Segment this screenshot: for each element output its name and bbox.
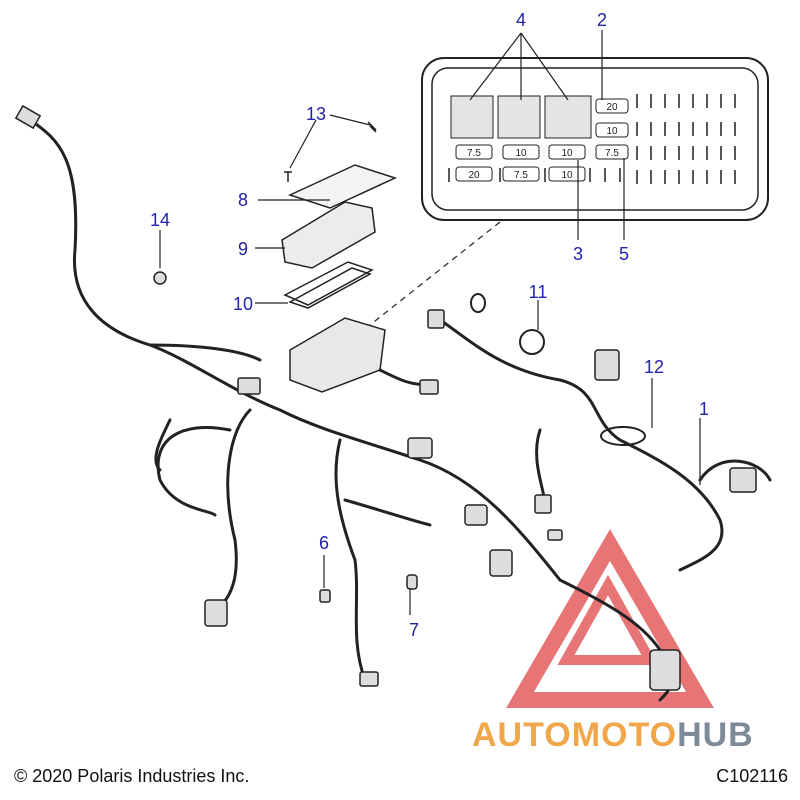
- watermark-text: AUTOMOTOHUB: [472, 716, 754, 755]
- projection-line: [369, 221, 501, 326]
- watermark-text-part-a: AUTOMOTO: [472, 716, 678, 754]
- loose-clips: [470, 293, 646, 446]
- callout-7: 7: [409, 620, 419, 640]
- callout-4: 4: [516, 10, 526, 30]
- callout-12: 12: [644, 357, 664, 377]
- fuse-label: 10: [561, 170, 573, 181]
- callout-6: 6: [319, 533, 329, 553]
- fuse-label: 10: [515, 148, 527, 159]
- copyright-text: © 2020 Polaris Industries Inc.: [14, 766, 250, 786]
- fuse-box-inset: 20 10 7.5 10 10 7.5 20 7.5 10: [421, 30, 769, 240]
- connectors: [14, 104, 757, 691]
- callout-11: 11: [529, 282, 548, 302]
- terminal-grid: [448, 94, 736, 184]
- watermark-logo: [506, 529, 714, 708]
- fuse-box-cover-parts: [281, 121, 398, 393]
- callout-5: 5: [619, 244, 629, 264]
- callout-9: 9: [238, 239, 248, 259]
- diagram-code: C102116: [716, 766, 788, 786]
- fuse-label: 7.5: [514, 170, 528, 181]
- callout-13: 13: [306, 104, 326, 124]
- fuse-label: 10: [561, 148, 573, 159]
- fuse-label: 20: [606, 102, 618, 113]
- callout-1: 1: [699, 399, 709, 419]
- watermark-text-part-b: HUB: [677, 716, 754, 754]
- callout-3: 3: [573, 244, 583, 264]
- callout-8: 8: [238, 190, 248, 210]
- callout-2: 2: [597, 10, 607, 30]
- fuse-label: 20: [468, 170, 480, 181]
- fuse-label: 10: [606, 126, 618, 137]
- callout-leaders: [159, 114, 701, 615]
- fuse-label: 7.5: [467, 148, 481, 159]
- callout-10: 10: [233, 294, 253, 314]
- fuse-label: 7.5: [605, 148, 619, 159]
- callout-14: 14: [150, 210, 170, 230]
